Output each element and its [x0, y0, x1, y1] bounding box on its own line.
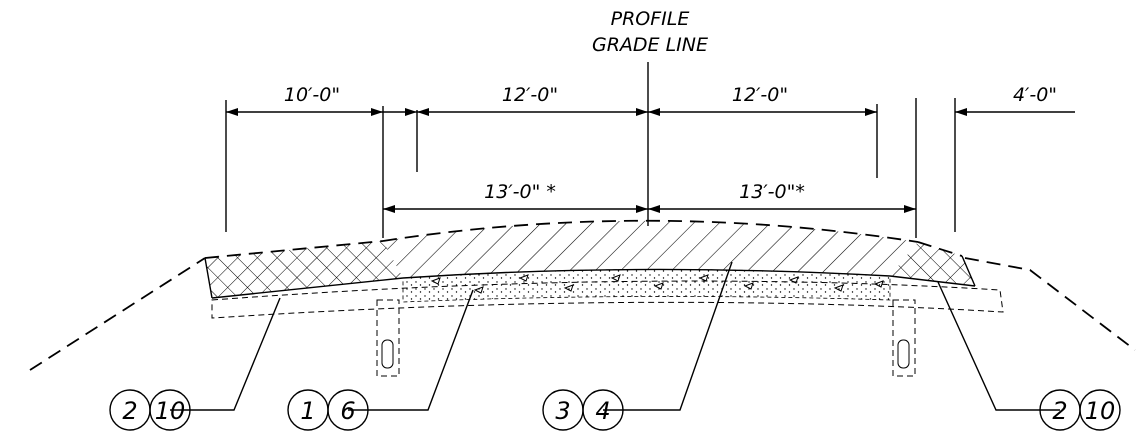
profile-grade-line-label: PROFILE GRADE LINE — [592, 8, 708, 56]
dim-right-lane: 12′-0" — [732, 84, 788, 106]
callout-base: 1 6 — [287, 389, 369, 431]
callout-left-shoulder: 2 10 — [109, 389, 191, 431]
callout-pavement: 3 4 — [542, 389, 624, 431]
dim-left-lane: 12′-0" — [502, 84, 558, 106]
callout-number: 6 — [340, 397, 355, 425]
concrete-pavement — [382, 219, 919, 279]
dim-right-shoulder: 4′-0" — [1013, 84, 1057, 106]
dim-right-pavement: 13′-0"* — [739, 181, 805, 203]
extension-lines — [225, 98, 956, 238]
callout-number: 2 — [1052, 397, 1067, 425]
left-shoulder — [204, 240, 404, 299]
callout-number: 10 — [1085, 397, 1116, 425]
leader-lines — [170, 261, 1060, 411]
dimension-lines — [226, 108, 1075, 213]
profile-label-line2: GRADE LINE — [592, 34, 708, 56]
callout-number: 4 — [595, 397, 610, 425]
callout-number: 2 — [122, 397, 137, 425]
callout-number: 1 — [300, 397, 315, 425]
base-course — [211, 280, 1004, 319]
right-shoulder — [889, 241, 976, 287]
profile-label-line1: PROFILE — [611, 8, 690, 30]
callout-right-shoulder: 2 10 — [1039, 389, 1121, 431]
underdrain-right — [892, 299, 916, 377]
underdrain-left — [376, 299, 400, 377]
stabilized-base-layer — [402, 269, 891, 303]
dim-left-pavement: 13′-0" * — [484, 181, 556, 203]
callout-number: 3 — [555, 397, 570, 425]
callout-number: 10 — [155, 397, 186, 425]
ground-slope-lines — [29, 257, 1136, 371]
dim-left-shoulder: 10′-0" — [284, 84, 340, 106]
